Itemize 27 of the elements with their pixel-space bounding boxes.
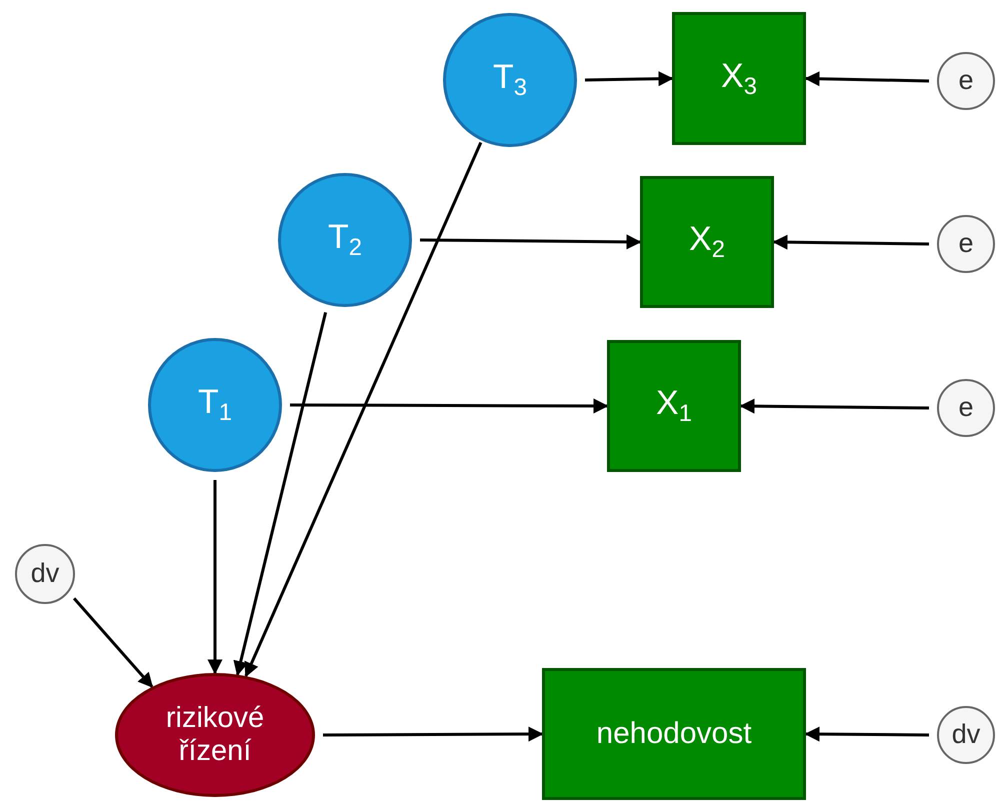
arrow (804, 71, 930, 86)
node-label: dv (952, 719, 980, 751)
node-label: rizikové řízení (164, 702, 266, 768)
node-label: e (958, 392, 974, 424)
arrow (72, 597, 154, 688)
square-node (640, 176, 774, 308)
node-label: T$_{3}$ (492, 58, 528, 102)
node-label: T$_{2}$ (328, 218, 362, 262)
arrow (772, 234, 930, 250)
arrow (740, 398, 930, 414)
node-label: X$_{2}$ (689, 220, 725, 264)
node-label: dv (30, 558, 60, 590)
arrow (323, 726, 544, 742)
node-label: nehodovost (596, 716, 752, 752)
arrow (290, 398, 608, 414)
node-label: e (958, 228, 974, 260)
square-node (607, 340, 741, 472)
node-label: X$_{1}$ (656, 384, 692, 428)
node-label: T$_{1}$ (198, 383, 232, 427)
square-node (672, 12, 806, 145)
node-label: X$_{3}$ (721, 56, 757, 100)
arrow (208, 480, 222, 674)
arrow (804, 726, 930, 742)
node-label: e (958, 65, 974, 97)
process-box (542, 668, 806, 800)
arrow (584, 71, 674, 86)
arrow (420, 234, 642, 250)
